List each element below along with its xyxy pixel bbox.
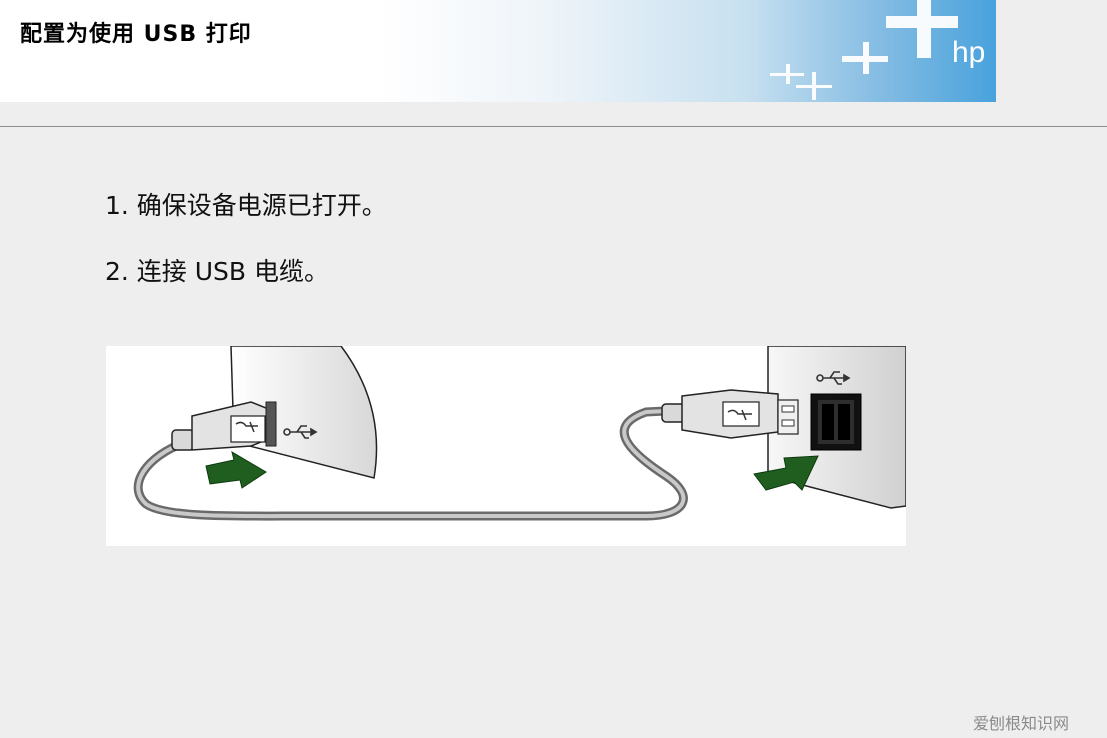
arrow-icon bbox=[753, 455, 819, 491]
usb-connection-diagram bbox=[106, 345, 907, 546]
instruction-list: 1. 确保设备电源已打开。 2. 连接 USB 电缆。 bbox=[105, 186, 387, 318]
hp-logo: hp bbox=[770, 0, 985, 100]
page-title: 配置为使用 USB 打印 bbox=[20, 22, 252, 47]
arrow-icon bbox=[205, 450, 267, 489]
header-divider bbox=[0, 126, 1107, 127]
step-2: 2. 连接 USB 电缆。 bbox=[105, 257, 330, 286]
usb-port bbox=[810, 393, 862, 451]
usb-connection-illustration bbox=[133, 345, 907, 521]
usb-icon bbox=[283, 425, 318, 439]
usb-icon bbox=[816, 371, 851, 385]
watermark: 爱刨根知识网 bbox=[973, 714, 1070, 733]
usb-b-connector bbox=[171, 401, 277, 451]
page-header: 配置为使用 USB 打印 hp bbox=[0, 0, 996, 102]
step-1: 1. 确保设备电源已打开。 bbox=[105, 191, 387, 220]
hp-logo-text: hp bbox=[952, 36, 985, 69]
usb-a-connector bbox=[661, 389, 799, 439]
